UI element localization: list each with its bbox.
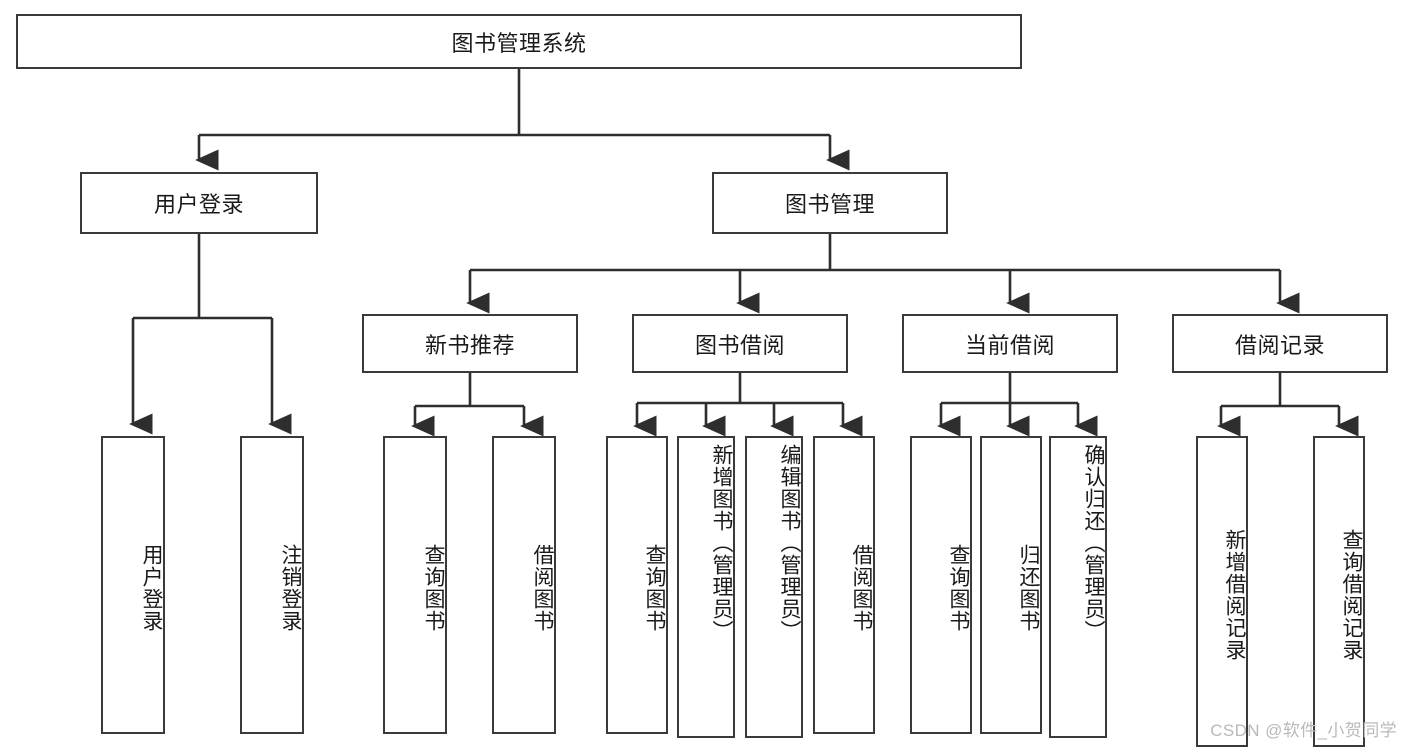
node-root-book-management-system[interactable]: 图书管理系统 [16,14,1022,69]
node-label: 借阅记录 [1234,332,1325,358]
node-label: 查询图书 [947,544,970,632]
leaf-borrow-edit-book-admin[interactable]: 编辑图书（管理员） [745,436,803,738]
node-borrow-record[interactable]: 借阅记录 [1172,314,1388,373]
node-label: 编辑图书（管理员） [778,444,801,642]
leaf-record-add-record[interactable]: 新增借阅记录 [1196,436,1248,747]
node-label: 新书推荐 [424,332,515,358]
leaf-current-query-book[interactable]: 查询图书 [910,436,972,734]
node-label: 归还图书 [1017,544,1040,632]
node-label: 确认归还（管理员） [1082,444,1105,642]
node-new-book-recommend[interactable]: 新书推荐 [362,314,578,373]
leaf-borrow-add-book-admin[interactable]: 新增图书（管理员） [677,436,735,738]
node-label: 图书管理 [784,192,875,217]
node-label: 当前借阅 [964,332,1055,358]
leaf-current-return-book[interactable]: 归还图书 [980,436,1042,734]
node-label: 新增图书（管理员） [710,444,733,642]
leaf-user-login-logout[interactable]: 注销登录 [240,436,304,734]
watermark: CSDN @软件_小贺同学 [1210,721,1397,740]
node-book-borrow[interactable]: 图书借阅 [632,314,848,373]
leaf-record-query-record[interactable]: 查询借阅记录 [1313,436,1365,747]
node-label: 图书管理系统 [451,30,587,56]
node-book-management[interactable]: 图书管理 [712,172,948,234]
node-label: 借阅图书 [531,544,554,632]
leaf-current-confirm-return-admin[interactable]: 确认归还（管理员） [1049,436,1107,738]
leaf-new-book-borrow-book[interactable]: 借阅图书 [492,436,556,734]
node-label: 查询图书 [643,544,666,632]
node-label: 借阅图书 [850,544,873,632]
node-label: 注销登录 [279,544,302,632]
node-label: 用户登录 [153,192,244,217]
node-user-login[interactable]: 用户登录 [80,172,318,234]
node-current-borrow[interactable]: 当前借阅 [902,314,1118,373]
leaf-borrow-query-book[interactable]: 查询图书 [606,436,668,734]
node-label: 用户登录 [140,544,163,632]
node-label: 新增借阅记录 [1223,528,1246,661]
node-label: 查询图书 [422,544,445,632]
leaf-user-login-login[interactable]: 用户登录 [101,436,165,734]
node-label: 查询借阅记录 [1340,528,1363,661]
leaf-new-book-query-book[interactable]: 查询图书 [383,436,447,734]
leaf-borrow-borrow-book[interactable]: 借阅图书 [813,436,875,734]
node-label: 图书借阅 [694,332,785,358]
